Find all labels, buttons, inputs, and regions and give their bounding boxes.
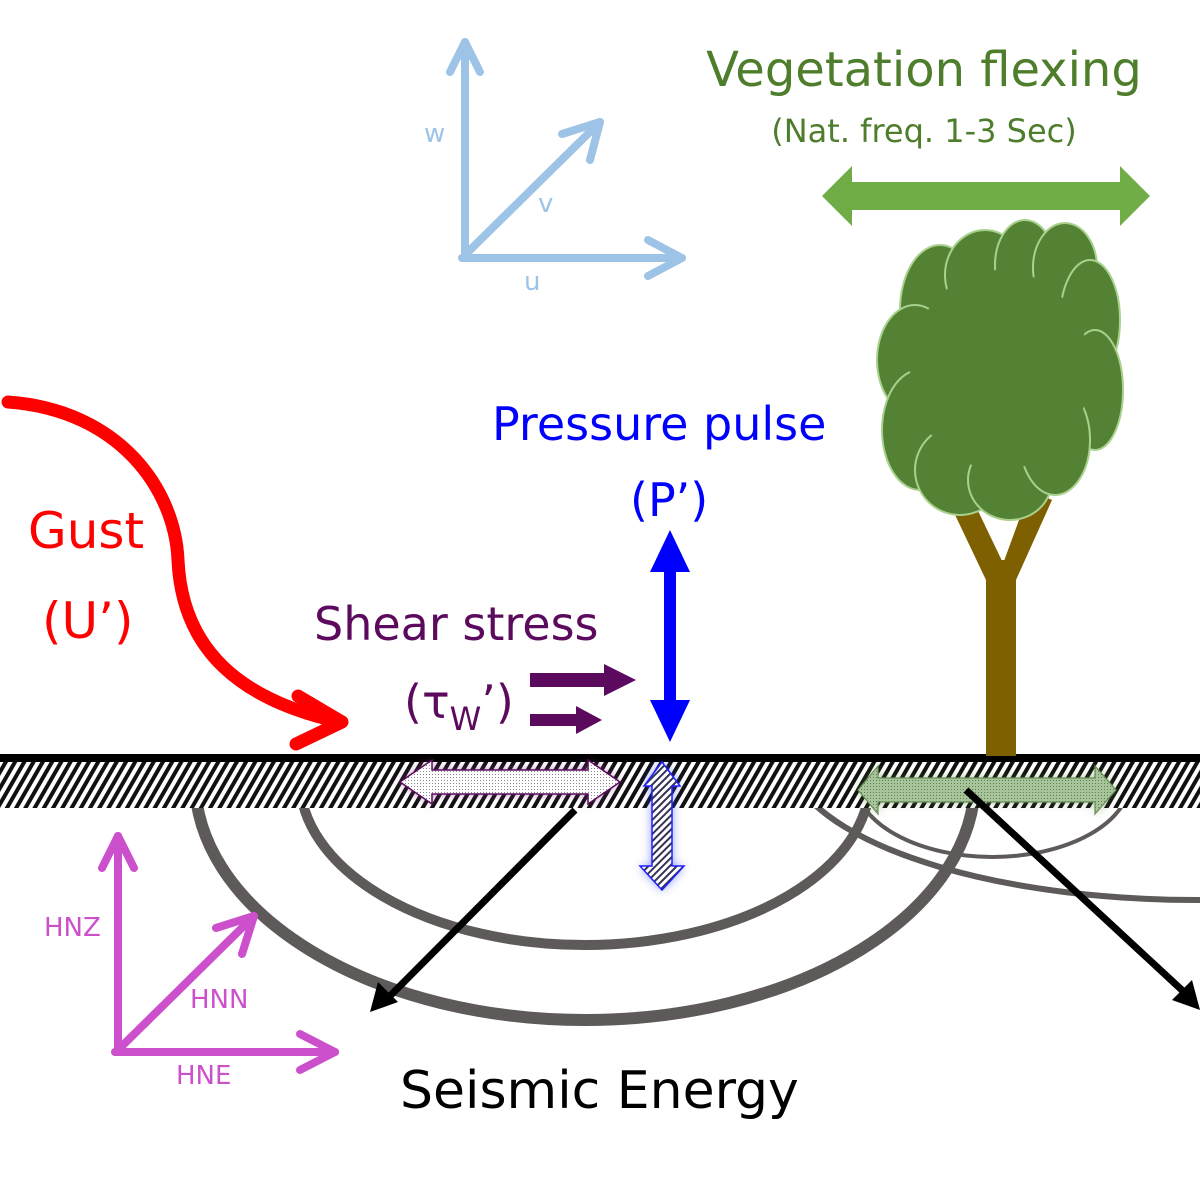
wind-axis-w-label: w bbox=[424, 119, 445, 149]
sensor-axis-e-label: HNE bbox=[176, 1061, 231, 1091]
shear-symbol-open: (τ bbox=[404, 675, 450, 729]
pressure-title: Pressure pulse bbox=[492, 397, 826, 451]
wind-axis-w-head bbox=[446, 38, 484, 76]
wave-arc-inner-left bbox=[295, 779, 875, 950]
wind-axis-v-label: v bbox=[538, 189, 553, 219]
wave-arc-inner-right bbox=[853, 779, 1132, 859]
wind-axis-u-head bbox=[644, 236, 686, 280]
sensor-axis-z-label: HNZ bbox=[44, 913, 101, 943]
sensor-axis-n bbox=[114, 912, 258, 1054]
shear-ground-arrow bbox=[398, 758, 622, 806]
sensor-axis-e-head bbox=[296, 1030, 339, 1074]
shear-arrows bbox=[530, 664, 636, 734]
seismic-arrow-right-head bbox=[1172, 980, 1200, 1010]
gust-arrow-curve bbox=[1, 395, 347, 729]
gust-title: Gust bbox=[28, 502, 144, 560]
shear-title: Shear stress bbox=[314, 597, 599, 651]
shear-arrow-upper bbox=[530, 664, 636, 696]
sensor-axis-n-head bbox=[212, 912, 258, 958]
tree-canopy bbox=[876, 219, 1124, 521]
wave-arc-outer-right bbox=[792, 778, 1200, 904]
shear-symbol-sub: W bbox=[450, 700, 482, 738]
sensor-axis-n-label: HNN bbox=[190, 985, 248, 1015]
gust-symbol: (U’) bbox=[42, 592, 134, 650]
tree-trunk bbox=[948, 490, 1052, 756]
pressure-symbol: (P’) bbox=[630, 473, 708, 527]
seismic-energy-label: Seismic Energy bbox=[400, 1061, 799, 1121]
tree bbox=[876, 219, 1124, 756]
seismic-waves bbox=[189, 778, 1200, 1026]
wind-axis-v bbox=[461, 118, 604, 259]
shear-arrow-lower bbox=[530, 706, 602, 734]
sensor-axes bbox=[98, 832, 339, 1074]
shear-symbol-close: ’) bbox=[481, 675, 514, 729]
seismic-arrow-left-shaft bbox=[385, 807, 578, 1001]
seismic-arrows bbox=[370, 787, 1200, 1012]
wind-axes bbox=[446, 38, 686, 280]
wind-axis-u-label: u bbox=[524, 267, 540, 297]
seismic-arrow-right-shaft bbox=[963, 787, 1187, 995]
vegetation-title: Vegetation flexing bbox=[706, 42, 1142, 98]
gust-arrow-head bbox=[289, 689, 349, 751]
wind-axis-v-head bbox=[558, 118, 604, 164]
pressure-ground-arrow bbox=[638, 760, 686, 892]
gust-arrow bbox=[1, 395, 349, 751]
shear-symbol: (τW’) bbox=[404, 675, 514, 738]
vegetation-arrow bbox=[822, 166, 1150, 226]
wave-arc-outer-left bbox=[189, 779, 981, 1026]
sensor-axis-z-head bbox=[98, 832, 138, 872]
ground-surface-line bbox=[0, 754, 1200, 762]
vegetation-ground-arrow bbox=[857, 764, 1117, 816]
seismic-arrow-left-head bbox=[370, 982, 398, 1012]
pressure-arrow bbox=[650, 530, 690, 742]
vegetation-subtitle: (Nat. freq. 1-3 Sec) bbox=[771, 112, 1077, 150]
